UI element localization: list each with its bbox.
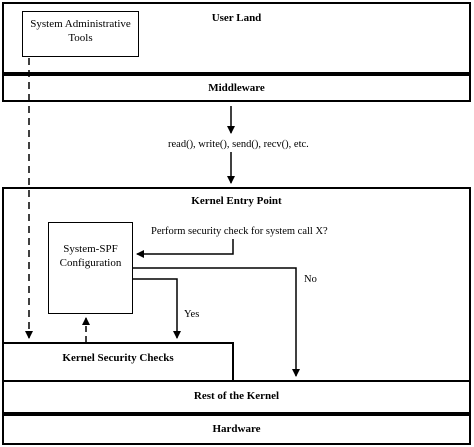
middleware-layer: Middleware xyxy=(2,74,471,102)
rest-of-kernel-layer: Rest of the Kernel xyxy=(2,380,471,414)
spf-configuration-label: System-SPF Configuration xyxy=(59,243,122,269)
hardware-layer: Hardware xyxy=(2,414,471,445)
kernel-entry-point-title: Kernel Entry Point xyxy=(191,195,282,207)
spf-configuration-box: System-SPF Configuration xyxy=(48,222,133,314)
kernel-security-checks-title: Kernel Security Checks xyxy=(62,352,174,364)
hardware-title: Hardware xyxy=(212,423,261,435)
syscalls-label: read(), write(), send(), recv(), etc. xyxy=(168,139,309,150)
security-question-label: Perform security check for system call X… xyxy=(151,226,328,237)
user-land-title: User Land xyxy=(211,12,262,24)
kernel-security-checks-layer: Kernel Security Checks xyxy=(2,342,234,384)
admin-tools-label: System Administrative Tools xyxy=(30,18,131,44)
admin-tools-box: System Administrative Tools xyxy=(22,11,139,57)
middleware-title: Middleware xyxy=(208,82,265,94)
rest-of-kernel-title: Rest of the Kernel xyxy=(193,390,280,402)
yes-label: Yes xyxy=(184,309,200,320)
no-label: No xyxy=(304,274,317,285)
